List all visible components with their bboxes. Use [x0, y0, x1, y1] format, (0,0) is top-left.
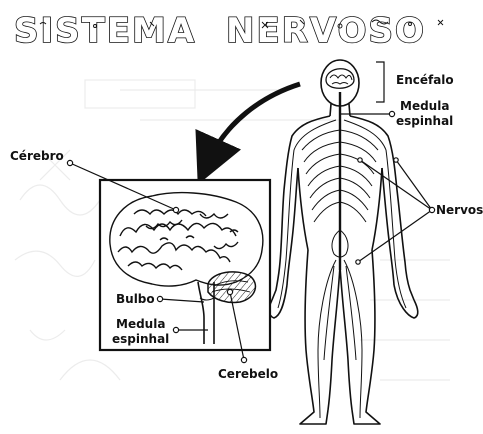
- body-brain: [326, 69, 354, 89]
- zoom-arrow: [208, 84, 300, 162]
- label-medula-body-line1: Medula: [400, 99, 449, 113]
- label-cerebro: Cérebro: [10, 149, 64, 163]
- label-medula-inset-line2: espinhal: [112, 332, 169, 346]
- label-nervos: Nervos: [436, 203, 483, 217]
- page-title: SISTEMA NERVOSO: [14, 11, 426, 51]
- title-word-sistema: SISTEMA: [14, 11, 196, 51]
- title-word-nervoso: NERVOSO: [226, 11, 426, 51]
- label-medula-inset-line1: Medula: [116, 317, 165, 331]
- label-medula-body-line2: espinhal: [396, 114, 453, 128]
- label-cerebelo: Cerebelo: [218, 367, 278, 381]
- body-nervous-system: [278, 69, 406, 418]
- label-encefalo: Encéfalo: [396, 73, 454, 87]
- label-bulbo: Bulbo: [116, 292, 155, 306]
